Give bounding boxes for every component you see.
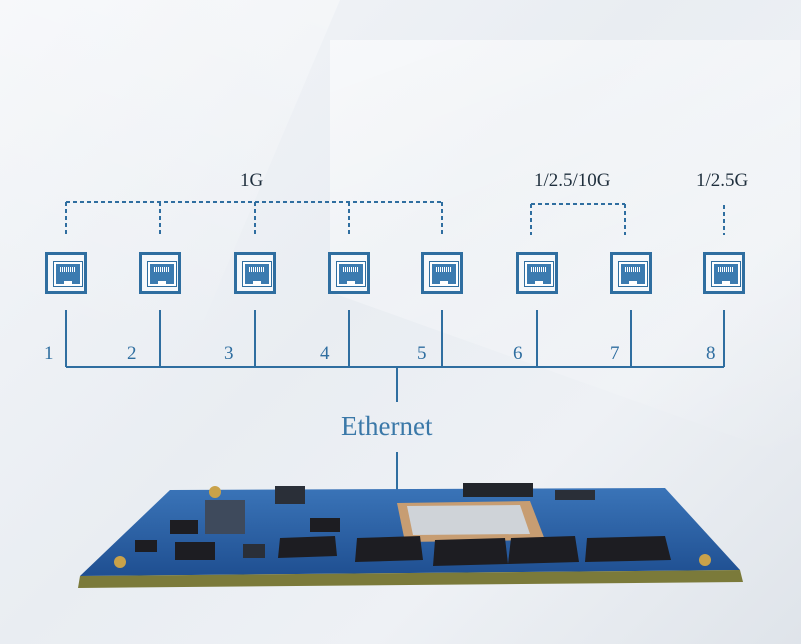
port-connection-lines bbox=[65, 310, 725, 490]
group-label-1g: 1G bbox=[240, 170, 264, 191]
rj45-port-icon bbox=[328, 252, 370, 294]
pcb-edge bbox=[78, 570, 743, 588]
rj45-port-icon bbox=[516, 252, 558, 294]
rj45-port-icon bbox=[703, 252, 745, 294]
rj45-port-icon bbox=[45, 252, 87, 294]
memory-chip bbox=[433, 538, 508, 566]
port-number-5: 5 bbox=[417, 343, 427, 364]
component bbox=[310, 518, 340, 532]
port-number-2: 2 bbox=[127, 343, 137, 364]
group-bracket-1g bbox=[65, 201, 443, 235]
port-number-4: 4 bbox=[320, 343, 330, 364]
group-bracket-10g bbox=[530, 203, 626, 235]
port-number-3: 3 bbox=[224, 343, 234, 364]
component bbox=[135, 540, 157, 552]
processor-die bbox=[407, 505, 530, 535]
component bbox=[555, 490, 595, 500]
rj45-port-icon bbox=[421, 252, 463, 294]
memory-chip bbox=[278, 536, 337, 558]
component bbox=[205, 500, 245, 534]
memory-chip bbox=[355, 536, 423, 562]
component bbox=[175, 542, 215, 560]
group-label-1-2-5g: 1/2.5G bbox=[696, 170, 749, 191]
rj45-port-icon bbox=[139, 252, 181, 294]
component bbox=[275, 486, 305, 504]
rj45-port-icon bbox=[610, 252, 652, 294]
ethernet-label: Ethernet bbox=[341, 411, 433, 441]
circuit-board-image bbox=[78, 483, 743, 588]
mounting-hole bbox=[699, 554, 711, 566]
port-number-1: 1 bbox=[44, 343, 54, 364]
component bbox=[243, 544, 265, 558]
port-number-8: 8 bbox=[706, 343, 716, 364]
rj45-port-icon bbox=[234, 252, 276, 294]
memory-chip bbox=[508, 536, 579, 564]
component bbox=[170, 520, 198, 534]
port-number-7: 7 bbox=[610, 343, 620, 364]
group-label-1-2-5-10g: 1/2.5/10G bbox=[534, 170, 611, 191]
mounting-hole bbox=[209, 486, 221, 498]
mounting-hole bbox=[114, 556, 126, 568]
port-number-6: 6 bbox=[513, 343, 523, 364]
memory-chip bbox=[585, 536, 671, 562]
connector bbox=[463, 483, 533, 497]
